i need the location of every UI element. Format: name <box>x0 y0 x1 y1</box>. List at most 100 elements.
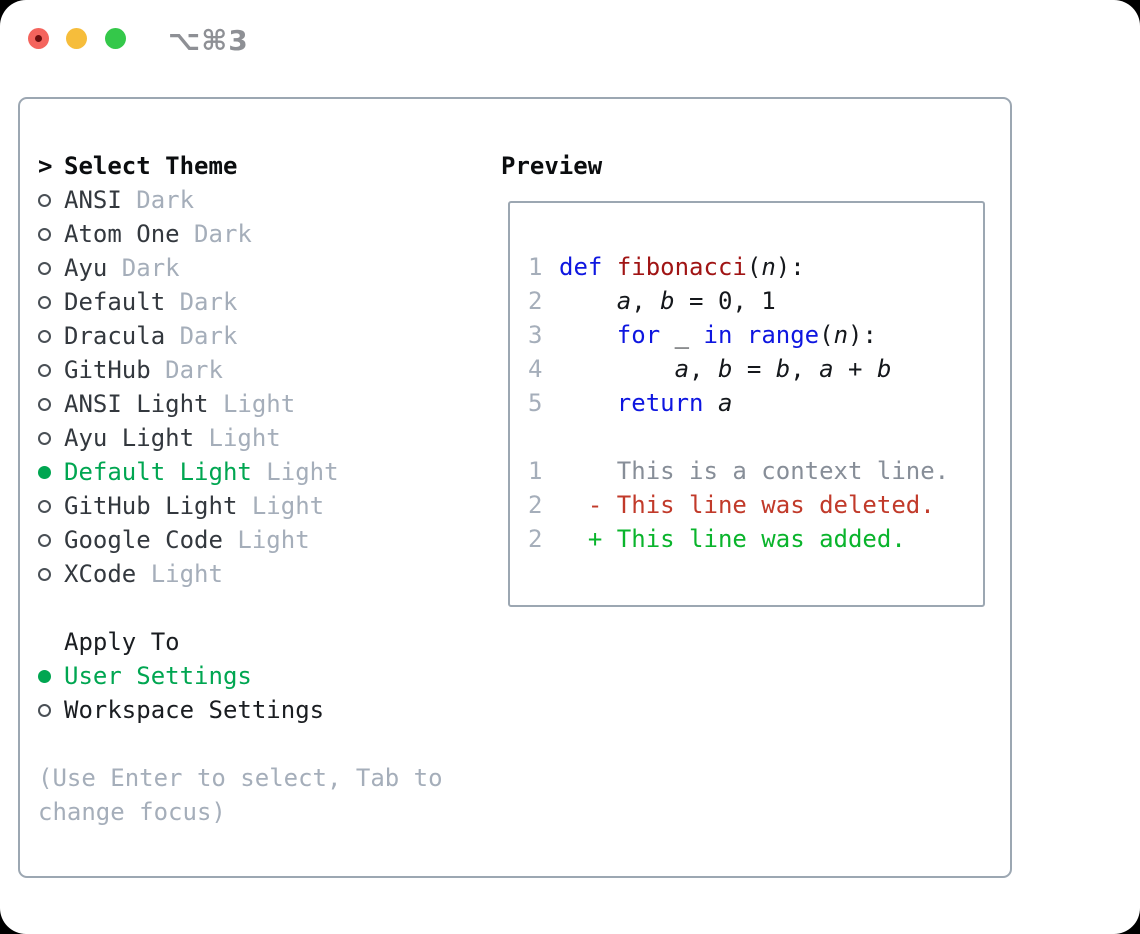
radio-icon <box>38 397 64 411</box>
code-text: a, b = b, a + b <box>674 355 892 383</box>
code-line: 3 for _ in range(n): <box>528 318 983 352</box>
option-label: ANSI Light <box>64 390 209 418</box>
select-theme-header: > Select Theme <box>38 149 478 183</box>
prompt-marker: > <box>38 154 64 178</box>
radio-icon <box>38 329 64 343</box>
variant-badge: Light <box>194 424 281 452</box>
option-label: Default <box>64 288 166 316</box>
code-text: This is a context line. <box>559 457 950 485</box>
variant-badge: Dark <box>107 254 180 282</box>
theme-option[interactable]: Atom One Dark <box>38 217 478 251</box>
theme-option[interactable]: GitHub Light Light <box>38 489 478 523</box>
option-label: Dracula <box>64 322 166 350</box>
variant-badge: Light <box>251 458 339 486</box>
theme-option[interactable]: Google Code Light <box>38 523 478 557</box>
apply-to-header: Apply To <box>38 625 478 659</box>
variant-badge: Light <box>237 492 325 520</box>
option-label: Google Code <box>64 526 223 554</box>
radio-icon <box>38 533 64 547</box>
preview-title: Preview <box>501 152 603 180</box>
variant-badge: Dark <box>121 186 195 214</box>
radio-icon <box>38 193 64 207</box>
option-label: ANSI <box>64 186 122 214</box>
option-label: Atom One <box>64 220 180 248</box>
code-text: a, b = 0, 1 <box>616 287 776 315</box>
theme-option[interactable]: Ayu Dark <box>38 251 478 285</box>
theme-option[interactable]: ANSI Dark <box>38 183 478 217</box>
hint-line-1: (Use Enter to select, Tab to <box>38 764 443 792</box>
apply-to-option[interactable]: User Settings <box>38 659 478 693</box>
line-number: 2 <box>528 491 543 519</box>
code-line: 5 return a <box>528 386 983 420</box>
option-label: Default Light <box>64 458 252 486</box>
radio-icon <box>38 261 64 275</box>
line-number: 5 <box>528 389 543 417</box>
code-text: return a <box>616 389 733 417</box>
option-label: User Settings <box>64 662 252 690</box>
code-line: 2 + This line was added. <box>528 522 983 556</box>
radio-icon <box>38 431 64 445</box>
line-number: 2 <box>528 287 543 315</box>
window-title: ⌥⌘3 <box>168 24 249 57</box>
radio-icon <box>38 499 64 513</box>
line-number: 3 <box>528 321 543 349</box>
hint-line-2: change focus) <box>38 798 226 826</box>
list-gap <box>38 591 478 625</box>
option-label: GitHub Light <box>64 492 238 520</box>
theme-option[interactable]: GitHub Dark <box>38 353 478 387</box>
title-bar: ⌥⌘3 <box>0 0 1140 62</box>
variant-badge: Light <box>136 560 223 588</box>
radio-icon <box>38 567 64 581</box>
zoom-button[interactable] <box>105 28 126 49</box>
code-text: + This line was added. <box>559 525 906 553</box>
code-line: 1 def fibonacci(n): <box>528 250 983 284</box>
option-label: GitHub <box>64 356 151 384</box>
line-number: 4 <box>528 355 543 383</box>
code-line <box>528 420 983 454</box>
code-line: 2 - This line was deleted. <box>528 488 983 522</box>
list-gap <box>38 727 478 761</box>
theme-option[interactable]: Dracula Dark <box>38 319 478 353</box>
variant-badge: Dark <box>165 288 238 316</box>
theme-option[interactable]: XCode Light <box>38 557 478 591</box>
radio-selected-icon <box>38 669 64 683</box>
radio-icon <box>38 703 64 717</box>
variant-badge: Dark <box>150 356 223 384</box>
option-label: Ayu <box>64 254 108 282</box>
theme-option[interactable]: Default Dark <box>38 285 478 319</box>
theme-option[interactable]: ANSI Light Light <box>38 387 478 421</box>
radio-selected-icon <box>38 465 64 479</box>
radio-icon <box>38 227 64 241</box>
line-number: 1 <box>528 457 543 485</box>
line-number: 2 <box>528 525 543 553</box>
apply-to-option[interactable]: Workspace Settings <box>38 693 478 727</box>
theme-option[interactable]: Default Light Light <box>38 455 478 489</box>
variant-badge: Light <box>222 526 310 554</box>
radio-icon <box>38 295 64 309</box>
option-label: Workspace Settings <box>64 696 325 724</box>
code-text: def fibonacci(n): <box>559 253 805 281</box>
minimize-button[interactable] <box>66 28 87 49</box>
option-label: XCode <box>64 560 137 588</box>
variant-badge: Light <box>208 390 296 418</box>
variant-badge: Dark <box>165 322 238 350</box>
chevron-right-icon: > <box>38 152 53 180</box>
option-label: Ayu Light <box>64 424 195 452</box>
theme-option[interactable]: Ayu Light Light <box>38 421 478 455</box>
variant-badge: Dark <box>179 220 252 248</box>
line-number: 1 <box>528 253 543 281</box>
code-line: 2 a, b = 0, 1 <box>528 284 983 318</box>
code-text: for _ in range(n): <box>616 321 877 349</box>
code-line: 1 This is a context line. <box>528 454 983 488</box>
code-text: - This line was deleted. <box>559 491 935 519</box>
close-button[interactable] <box>28 28 49 49</box>
radio-icon <box>38 363 64 377</box>
